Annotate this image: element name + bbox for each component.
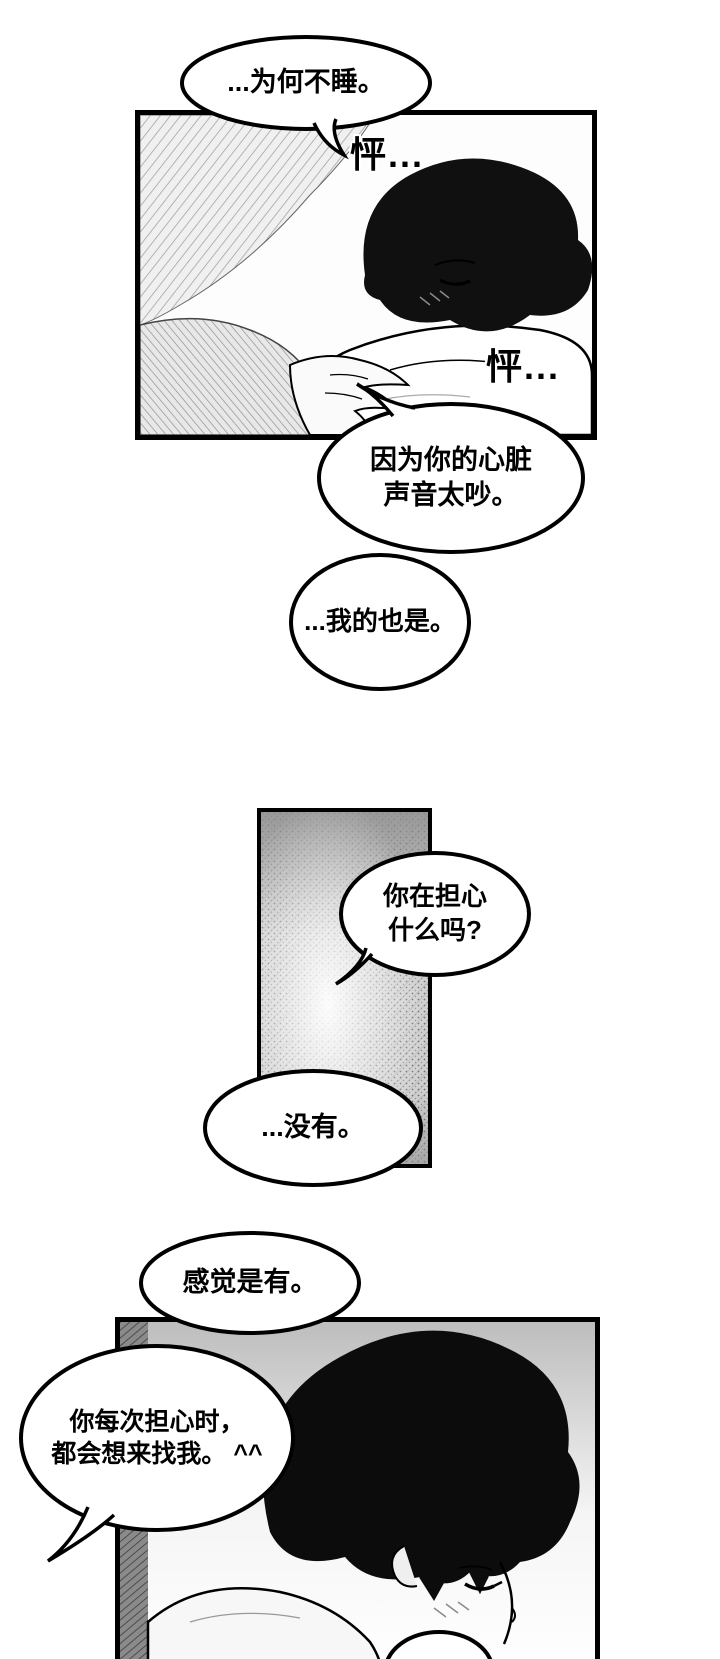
bubble-text: 你每次担心时， 都会想来找我。 ^^ [51,1407,263,1469]
hair [263,1330,580,1601]
panel-1-sleeping-figure [135,110,597,440]
partial-bubble-bottom [382,1628,496,1659]
sleeping-face [419,259,482,325]
sleeping-head-hair [363,158,592,332]
bubble-shape [139,1231,361,1335]
bubble-shape [289,553,471,691]
bubble-tail [46,1506,116,1563]
bubble-tail [312,118,349,160]
bubble-text: 因为你的心脏 声音太吵。 [370,444,532,510]
bubble-mine-too: ...我的也是。 [288,552,472,692]
bubble-shape [180,35,432,160]
bubble-shape [335,851,531,986]
pillow [146,1587,381,1659]
bubble-why-not-sleep: ...为何不睡。 [178,33,434,160]
partial-bubble-shape [385,1630,493,1659]
bubble-are-you-worried: 你在担心 什么吗? [335,850,532,986]
blanket-hatching [140,115,376,326]
bubble-text: ...我的也是。 [304,606,456,637]
bubble-text: ...为何不睡。 [227,67,385,98]
bubble-feels-like-yes: 感觉是有。 [138,1230,362,1336]
bubble-shape [19,1344,295,1563]
bubble-text: 你在担心 什么吗? [382,881,487,945]
sfx-heartbeat-2: 怦... [486,346,561,387]
panel-1-artwork [140,115,592,435]
bubble-tail [356,382,416,418]
face-profile [433,1561,516,1659]
bubble-text: ...没有。 [261,1112,365,1143]
bubble-you-come-find-me: 你每次担心时， 都会想来找我。 ^^ [18,1343,296,1563]
sfx-heartbeat-1: 怦... [350,134,425,175]
bubble-shape [317,382,585,554]
bubble-no: ...没有。 [202,1068,424,1188]
ear [391,1545,418,1588]
bubble-heart-too-loud: 因为你的心脏 声音太吵。 [315,382,587,556]
bubble-shape [203,1069,423,1187]
bubble-text: 感觉是有。 [182,1267,318,1298]
bubble-tail [335,947,374,986]
